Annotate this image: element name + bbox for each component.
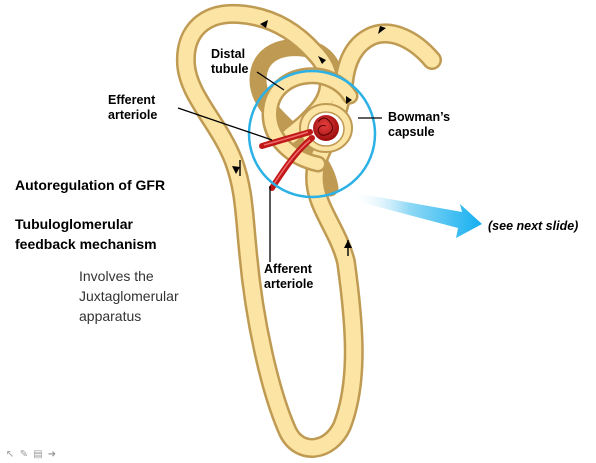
flow-arrow-left-loop-icon	[232, 166, 240, 174]
flow-arrows	[232, 20, 386, 256]
pen-icon[interactable]: ✎	[19, 448, 29, 460]
flow-arrow-right-top-icon	[378, 26, 386, 34]
heading-tubuloglomerular: Tubuloglomerular feedback mechanism	[15, 216, 157, 252]
label-efferent-arteriole: Efferent arteriole	[108, 93, 158, 122]
leader-lines	[177, 71, 382, 262]
flow-arrow-capsule-icon	[346, 96, 352, 104]
see-next-slide-note: (see next slide)	[488, 219, 579, 233]
nephron-tubule	[175, 3, 442, 458]
callout-arrow	[350, 192, 482, 238]
presentation-toolbar: ↖ ✎ ▤ ➜	[4, 447, 58, 461]
heading-autoregulation: Autoregulation of GFR	[15, 177, 166, 193]
flow-arrow-top-icon	[260, 20, 268, 28]
label-distal-tubule: Distal tubule	[211, 47, 249, 76]
slide-menu-icon[interactable]: ▤	[33, 448, 43, 460]
label-bowmans-capsule: Bowman’s capsule	[388, 110, 451, 139]
pointer-arrow-icon[interactable]: ↖	[5, 448, 15, 460]
highlight-circle	[247, 69, 377, 199]
note-juxtaglomerular: Involves the Juxtaglomerular apparatus	[79, 268, 179, 324]
arterioles	[259, 115, 339, 191]
label-afferent-arteriole: Afferent arteriole	[264, 262, 314, 291]
flow-arrow-upper-right-icon	[318, 56, 326, 64]
next-slide-icon[interactable]: ➜	[47, 448, 57, 460]
glomerulus	[313, 115, 339, 141]
